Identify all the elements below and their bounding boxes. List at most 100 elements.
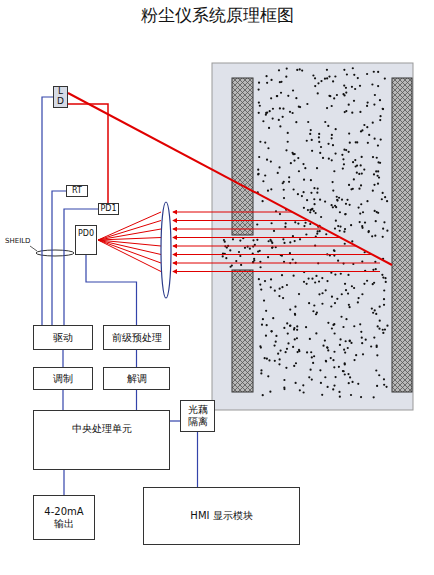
particle <box>281 274 283 276</box>
particle <box>239 240 241 242</box>
lower-wall <box>232 270 253 392</box>
particle <box>282 108 284 110</box>
particle <box>257 169 259 171</box>
particle <box>343 69 345 71</box>
particle <box>344 111 346 113</box>
particle <box>339 230 341 232</box>
node-text: HMI 显示模块 <box>190 510 252 522</box>
particle <box>347 292 349 294</box>
particle <box>328 158 330 160</box>
particle <box>259 283 261 285</box>
process-box: 驱动 <box>33 325 93 350</box>
particle <box>279 350 281 352</box>
particle <box>306 351 308 353</box>
particle <box>348 151 350 153</box>
particle <box>356 141 358 143</box>
particle <box>350 342 352 344</box>
lens <box>161 202 171 298</box>
particle <box>367 142 369 144</box>
particle <box>339 338 341 340</box>
particle <box>274 360 276 362</box>
particle <box>379 162 381 164</box>
particle <box>312 74 314 76</box>
node-text: 解调 <box>127 373 147 385</box>
particle <box>345 213 347 215</box>
particle <box>270 278 272 280</box>
particle <box>362 211 364 213</box>
particle <box>306 103 308 105</box>
particle <box>375 268 377 270</box>
particle <box>326 77 328 79</box>
particle <box>317 187 319 189</box>
particle <box>360 331 362 333</box>
particle <box>305 233 307 235</box>
particle <box>285 367 287 369</box>
particle <box>318 293 320 295</box>
particle <box>306 283 308 285</box>
particle <box>299 68 301 70</box>
particle <box>278 69 280 71</box>
particle <box>316 167 318 169</box>
particle <box>270 286 272 288</box>
particle <box>382 108 384 110</box>
particle <box>286 348 288 350</box>
particle <box>358 173 360 175</box>
particle <box>361 342 363 344</box>
particle <box>309 133 311 135</box>
particle <box>301 70 303 72</box>
particle <box>330 357 332 359</box>
particle <box>308 302 310 304</box>
particle <box>235 260 237 262</box>
particle <box>266 111 268 113</box>
light-ray <box>173 246 356 247</box>
particle <box>262 394 264 396</box>
particle <box>292 89 294 91</box>
particle <box>382 277 384 279</box>
particle <box>376 211 378 213</box>
particle <box>330 204 332 206</box>
particle <box>335 220 337 222</box>
particle <box>262 318 264 320</box>
node-text: 驱动 <box>53 332 73 344</box>
particle <box>264 174 266 176</box>
particle <box>258 156 260 158</box>
particle <box>302 163 304 165</box>
particle <box>338 197 340 199</box>
node-text: LD <box>56 87 65 107</box>
particle <box>287 141 289 143</box>
particle <box>384 277 386 279</box>
particle <box>348 133 350 135</box>
particle <box>303 225 305 227</box>
particle <box>334 227 336 229</box>
particle <box>371 308 373 310</box>
particle <box>375 220 377 222</box>
particle <box>386 325 388 327</box>
particle <box>372 156 374 158</box>
particle <box>317 92 319 94</box>
particle <box>285 149 287 151</box>
particle <box>337 225 339 227</box>
particle <box>352 67 354 69</box>
right-wall <box>392 78 412 392</box>
particle <box>346 73 348 75</box>
particle <box>349 142 351 144</box>
particle <box>378 374 380 376</box>
particle <box>347 274 349 276</box>
particle <box>331 105 333 107</box>
particle <box>332 388 334 390</box>
particle <box>343 84 345 86</box>
particle <box>278 295 280 297</box>
laser-beam <box>68 93 392 265</box>
particle <box>343 370 345 372</box>
particle <box>258 101 260 103</box>
particle <box>334 376 336 378</box>
particle <box>321 394 323 396</box>
particle <box>333 384 335 386</box>
particle <box>353 74 355 76</box>
particle <box>295 382 297 384</box>
particle <box>270 330 272 332</box>
particle <box>294 240 296 242</box>
particle <box>379 99 381 101</box>
particle <box>359 111 361 113</box>
particle <box>308 278 310 280</box>
